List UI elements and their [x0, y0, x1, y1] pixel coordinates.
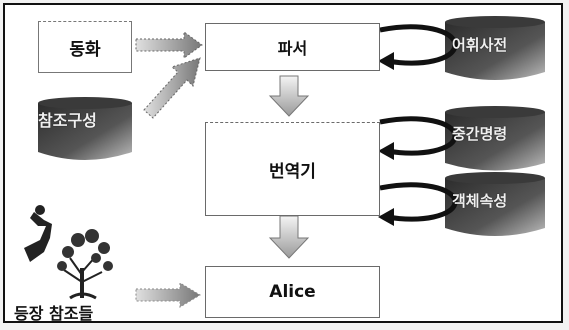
arrow-parser-to-translator	[270, 76, 308, 116]
arrow-fairytale-to-parser	[136, 32, 202, 58]
fairy-tale-label: 동화	[69, 35, 100, 60]
arrow-translator-attributes-loop	[378, 185, 455, 226]
arrow-translator-intermediate-loop	[378, 119, 455, 160]
reference-composition-label: 참조구성	[38, 111, 128, 130]
alice-box: Alice	[205, 266, 380, 318]
object-attributes-label: 객체속성	[452, 192, 540, 210]
parser-box: 파서	[205, 23, 380, 71]
translator-label: 번역기	[269, 157, 316, 182]
fairy-tale-box: 동화	[38, 21, 132, 73]
parser-label: 파서	[278, 35, 307, 59]
character-refs-label: 등장 참조들	[14, 300, 93, 324]
lexicon-label: 어휘사전	[452, 36, 540, 54]
alice-label: Alice	[269, 282, 315, 302]
translator-box: 번역기	[205, 122, 380, 216]
arrow-reference-to-parser	[144, 58, 200, 118]
intermediate-label: 중간명령	[452, 125, 540, 143]
arrow-characters-to-alice	[136, 283, 200, 307]
arrow-translator-to-alice	[270, 216, 308, 258]
characters-illustration	[24, 205, 113, 298]
arrow-parser-lexicon-loop	[378, 27, 455, 70]
